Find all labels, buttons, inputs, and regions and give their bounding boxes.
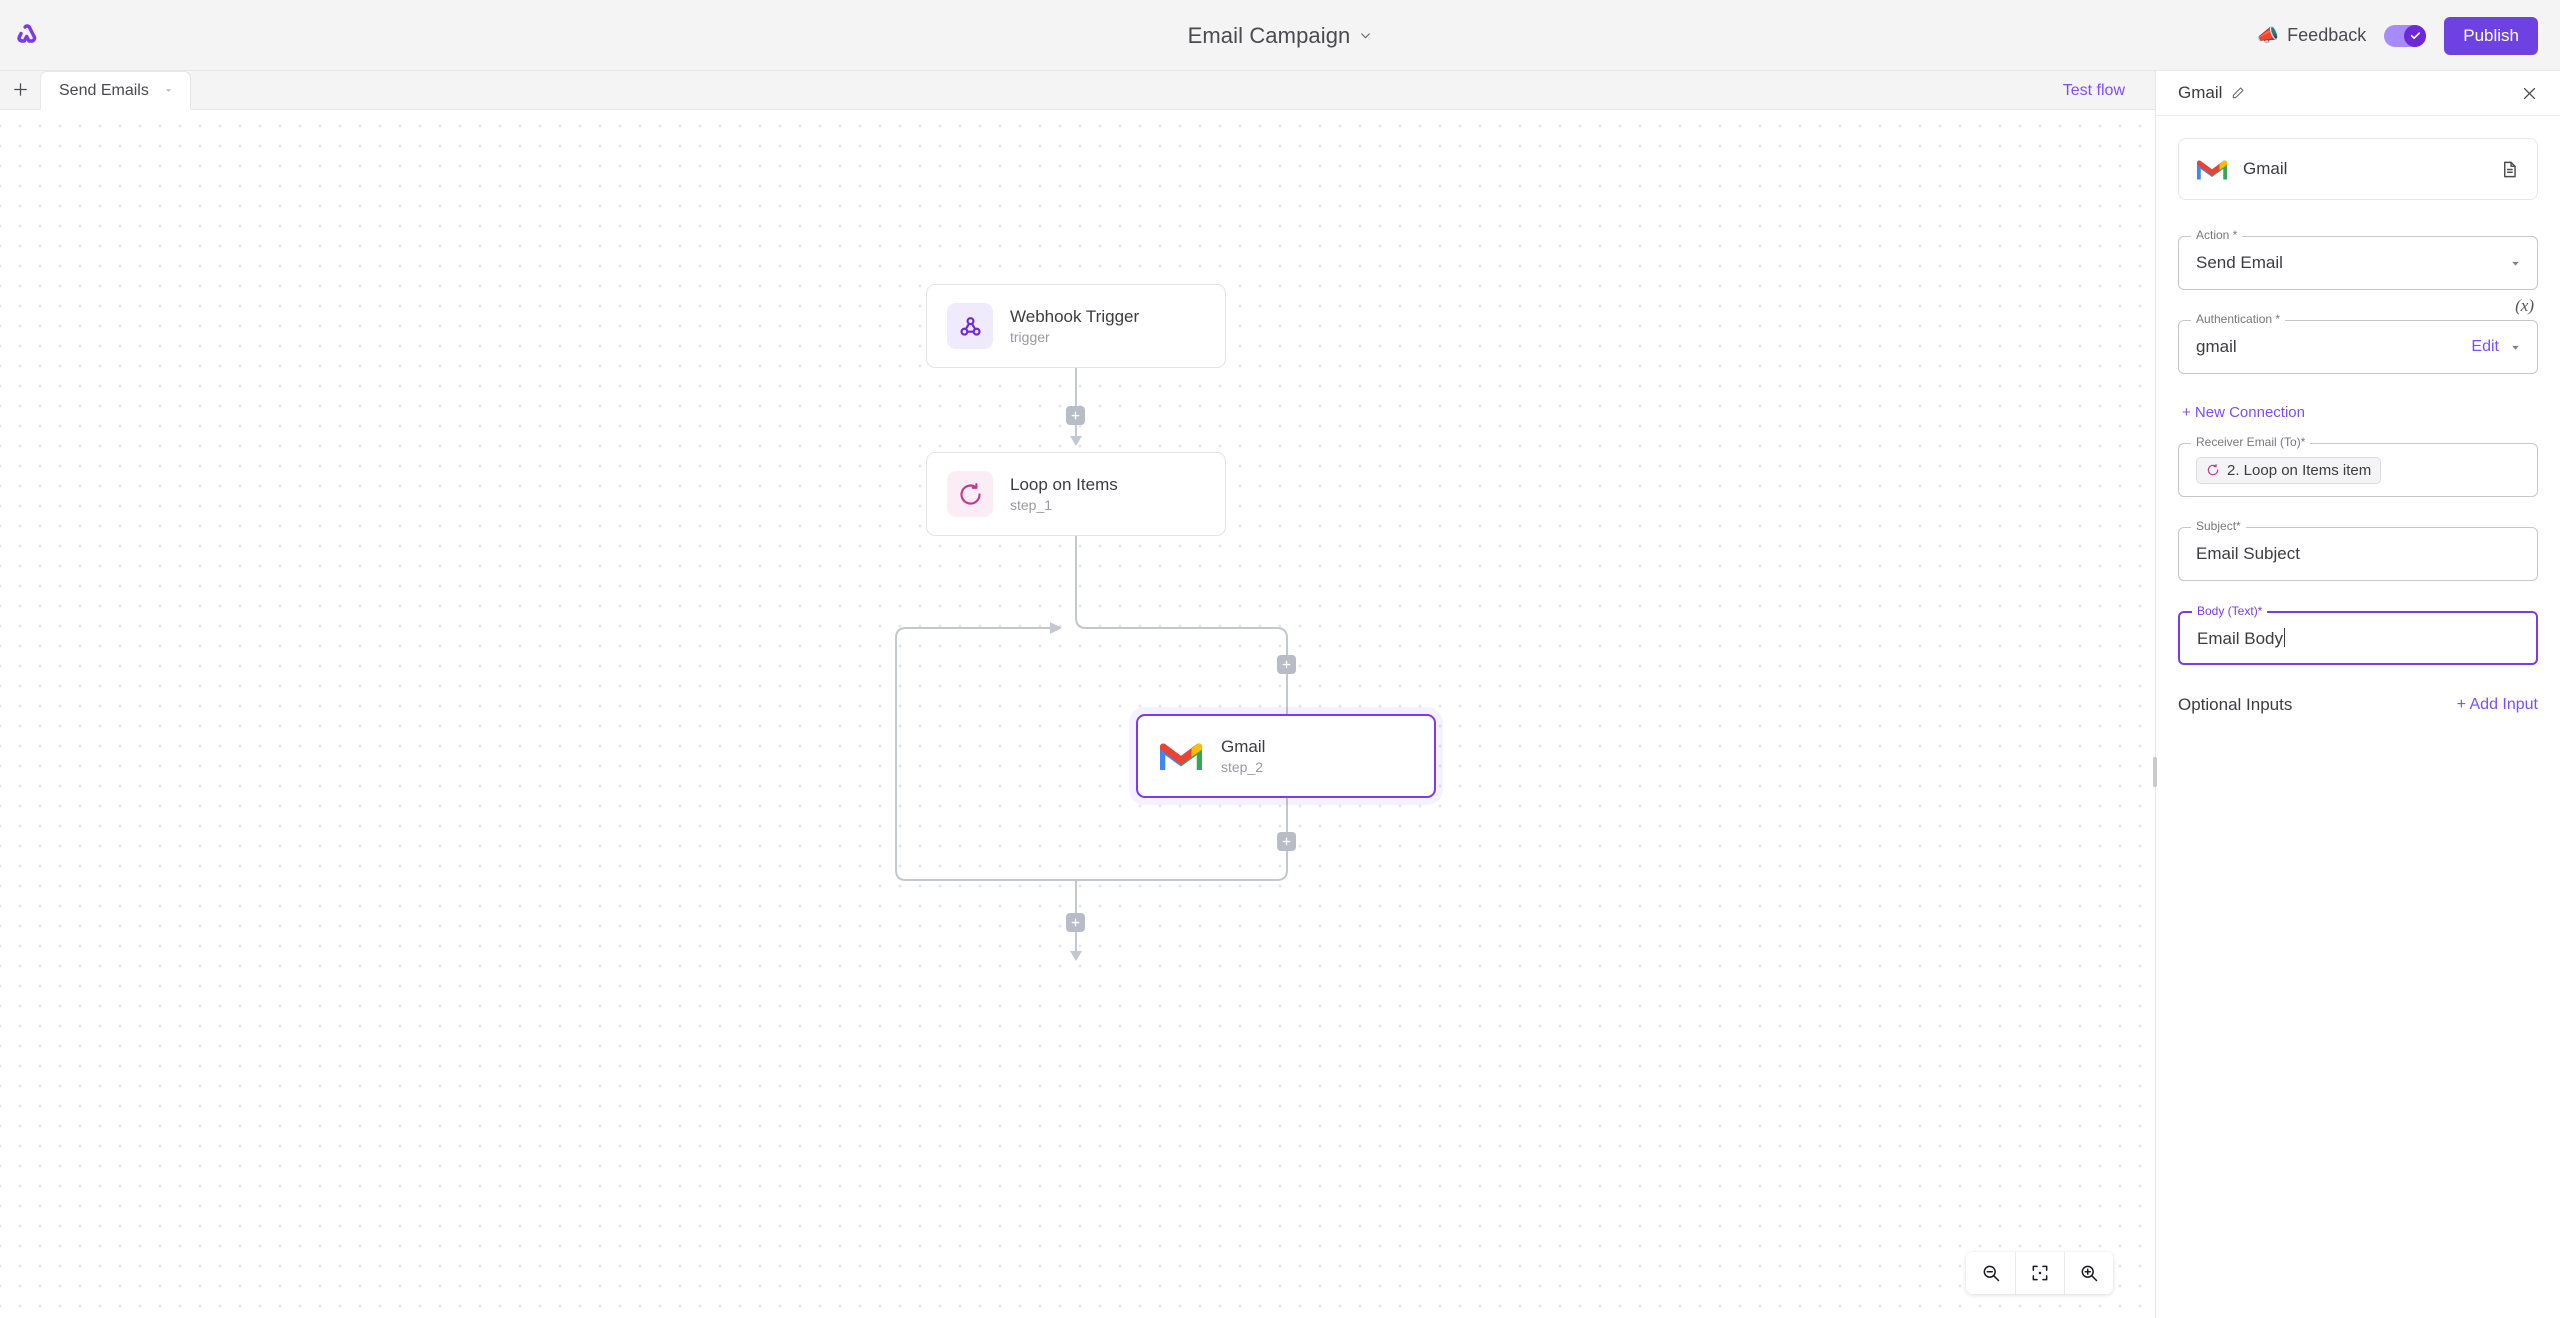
close-icon[interactable] [2521,85,2538,102]
flow-graph: Webhook Trigger trigger [0,110,2155,1318]
field-label: Authentication * [2191,313,2286,325]
flow-node-loop-on-items[interactable]: Loop on Items step_1 [926,452,1226,536]
flow-tab-bar: Send Emails Test flow [0,71,2155,110]
node-text: Webhook Trigger trigger [1010,307,1139,346]
publish-toggle[interactable] [2384,24,2427,47]
top-bar-actions: 📣 Feedback Publish [2257,0,2538,71]
field-receiver-email: Receiver Email (To)* 2. Loop on Items it… [2178,436,2538,497]
loop-icon [947,471,993,517]
fit-view-button[interactable] [2015,1252,2064,1294]
node-step-id: trigger [1010,329,1050,346]
chevron-down-icon[interactable] [2509,341,2522,354]
field-label: Action * [2191,229,2243,241]
edit-connection-button[interactable]: Edit [2471,338,2499,355]
node-title: Gmail [1221,736,1266,756]
plus-icon [1071,411,1080,420]
zoom-out-button[interactable] [1966,1252,2015,1294]
document-icon[interactable] [2500,160,2519,179]
text-caret [2283,627,2285,647]
tab-send-emails[interactable]: Send Emails [40,71,191,110]
plus-icon [1282,660,1291,669]
check-icon [2410,32,2420,40]
chip-label: 2. Loop on Items item [2227,461,2372,479]
piece-name: Gmail [2243,159,2288,178]
gmail-icon [1158,733,1204,779]
new-connection-button[interactable]: + New Connection [2182,404,2305,421]
zoom-out-icon [1983,1265,1999,1282]
megaphone-icon: 📣 [2256,24,2280,45]
field-value: Email Subject [2196,544,2300,563]
piece-card: Gmail [2178,138,2538,200]
node-text: Loop on Items step_1 [1010,475,1118,514]
panel-resize-handle[interactable] [2153,757,2157,787]
flow-title-container: Email Campaign [0,0,2560,71]
gmail-icon [2197,158,2227,181]
feedback-button[interactable]: 📣 Feedback [2257,25,2366,46]
field-subject: Subject* Email Subject [2178,520,2538,581]
panel-header-left: Gmail [2178,83,2245,103]
panel-title: Gmail [2178,83,2223,102]
webhook-icon [947,303,993,349]
panel-header: Gmail [2156,71,2560,116]
node-step-id: step_2 [1221,759,1264,776]
receiver-email-input[interactable]: Receiver Email (To)* 2. Loop on Items it… [2178,436,2538,497]
flow-title-button[interactable]: Email Campaign [1188,23,1373,49]
add-tab-button[interactable] [0,70,40,109]
app-logo[interactable] [0,22,52,48]
add-step-button[interactable] [1066,406,1085,425]
body-text-input[interactable]: Body (Text)* Email Body [2178,605,2538,665]
node-title: Webhook Trigger [1010,306,1140,326]
publish-button[interactable]: Publish [2444,16,2538,55]
add-step-button[interactable] [1066,913,1085,932]
chevron-down-icon [1361,33,1371,39]
field-label: Subject* [2191,520,2246,532]
field-value: Email Body [2197,627,2285,648]
flow-node-gmail[interactable]: Gmail step_2 [1136,714,1436,798]
step-settings-panel: Gmail [2153,71,2560,1318]
test-flow-button[interactable]: Test flow [2062,81,2125,99]
add-input-button[interactable]: + Add Input [2456,696,2538,713]
feedback-label: Feedback [2287,25,2367,45]
add-step-button[interactable] [1277,655,1296,674]
canvas-column: Send Emails Test flow [0,71,2155,1318]
field-value: gmail [2196,337,2237,356]
panel-body[interactable]: Gmail Action * Send Email [2156,116,2560,1318]
variable-toggle-button[interactable]: (x) [2515,296,2534,315]
optional-inputs-label: Optional Inputs [2178,695,2293,714]
field-label: Receiver Email (To)* [2191,436,2311,448]
plus-icon [13,83,27,96]
page-title: Email Campaign [1187,22,1351,48]
field-value: Send Email [2196,253,2283,272]
flow-canvas[interactable]: Webhook Trigger trigger [0,110,2155,1318]
node-step-id: step_1 [1010,497,1053,514]
chevron-down-icon[interactable] [163,85,174,96]
fit-view-icon [2032,1265,2048,1281]
top-bar: Email Campaign 📣 Feedback Publish [0,0,2560,71]
subject-input[interactable]: Subject* Email Subject [2178,520,2538,581]
node-text: Gmail step_2 [1221,737,1265,776]
authentication-select[interactable]: Authentication * gmail Edit [2178,313,2538,374]
toggle-knob [2404,24,2427,47]
action-select[interactable]: Action * Send Email [2178,229,2538,290]
flow-node-webhook-trigger[interactable]: Webhook Trigger trigger [926,284,1226,368]
zoom-in-button[interactable] [2064,1252,2113,1294]
tab-label: Send Emails [59,81,149,99]
optional-inputs-row: Optional Inputs + Add Input [2178,695,2538,715]
field-body-text: Body (Text)* Email Body [2178,605,2538,665]
pencil-icon[interactable] [2231,86,2245,100]
chevron-down-icon[interactable] [2509,257,2522,270]
zoom-in-icon [2081,1265,2098,1282]
add-step-button[interactable] [1277,832,1296,851]
main-area: Send Emails Test flow [0,71,2560,1318]
field-label: Body (Text)* [2192,605,2268,617]
variable-chip[interactable]: 2. Loop on Items item [2196,456,2382,484]
plus-icon [1071,918,1080,927]
node-title: Loop on Items [1010,474,1118,494]
zoom-controls [1966,1252,2113,1294]
loop-icon [2207,464,2219,476]
activepieces-logo-icon [17,24,37,43]
field-authentication: (x) Authentication * gmail Edit [2178,296,2538,374]
plus-icon [1282,837,1291,846]
field-action: Action * Send Email [2178,229,2538,290]
